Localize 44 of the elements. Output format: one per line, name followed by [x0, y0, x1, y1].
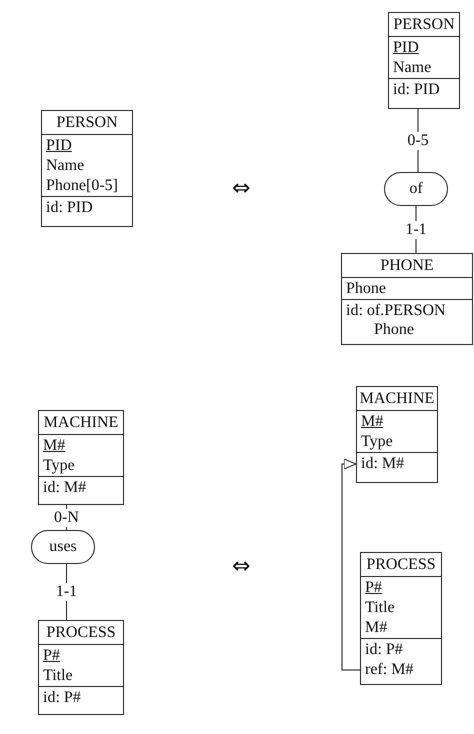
entity-box — [341, 253, 473, 345]
cardinality-label: 0-N — [52, 508, 81, 526]
entity-box — [38, 410, 124, 505]
entity-name: PROCESS — [39, 621, 123, 645]
attribute: Name — [45, 156, 86, 176]
identifier: id: of.PERSON Phone — [345, 301, 447, 340]
identifier: ref: M# — [364, 660, 414, 680]
attribute: Type — [42, 456, 76, 476]
entity-name: PERSON — [389, 13, 459, 37]
identifier: id: M# — [360, 454, 406, 474]
relationship-name: uses — [49, 538, 77, 556]
cardinality-label: 0-5 — [405, 132, 431, 150]
attribute: Phone — [345, 279, 387, 299]
key-attribute: M# — [360, 412, 384, 432]
entity-name: PHONE — [342, 254, 472, 278]
identifier: id: P# — [364, 640, 404, 660]
key-attribute: M# — [42, 436, 66, 456]
equivalence-symbol: ⇔ — [232, 554, 250, 579]
identifier: id: PID — [392, 80, 441, 100]
attribute: Phone[0-5] — [45, 176, 119, 196]
entity-name: PROCESS — [361, 553, 441, 577]
entity-name: MACHINE — [357, 387, 437, 411]
equivalence-symbol: ⇔ — [232, 176, 250, 201]
key-attribute: PID — [392, 38, 420, 58]
entity-name: MACHINE — [39, 411, 123, 435]
attribute: Type — [360, 432, 394, 452]
attribute: Title — [364, 598, 396, 618]
attribute: M# — [364, 618, 388, 638]
entity-box — [356, 386, 438, 483]
key-attribute: P# — [364, 578, 383, 598]
key-attribute: P# — [42, 646, 61, 666]
attribute: Name — [392, 58, 432, 78]
attribute: Title — [42, 666, 74, 686]
entity-box — [38, 620, 124, 715]
reference-arrow — [342, 458, 360, 670]
identifier: id: PID — [45, 198, 94, 218]
entity-box — [388, 12, 460, 109]
relationship-name: of — [409, 180, 423, 198]
entity-name: PERSON — [42, 111, 132, 135]
key-attribute: PID — [45, 136, 73, 156]
entity-box — [360, 552, 442, 685]
identifier: id: P# — [42, 688, 82, 708]
entity-box — [41, 110, 133, 227]
identifier: id: M# — [42, 478, 88, 498]
